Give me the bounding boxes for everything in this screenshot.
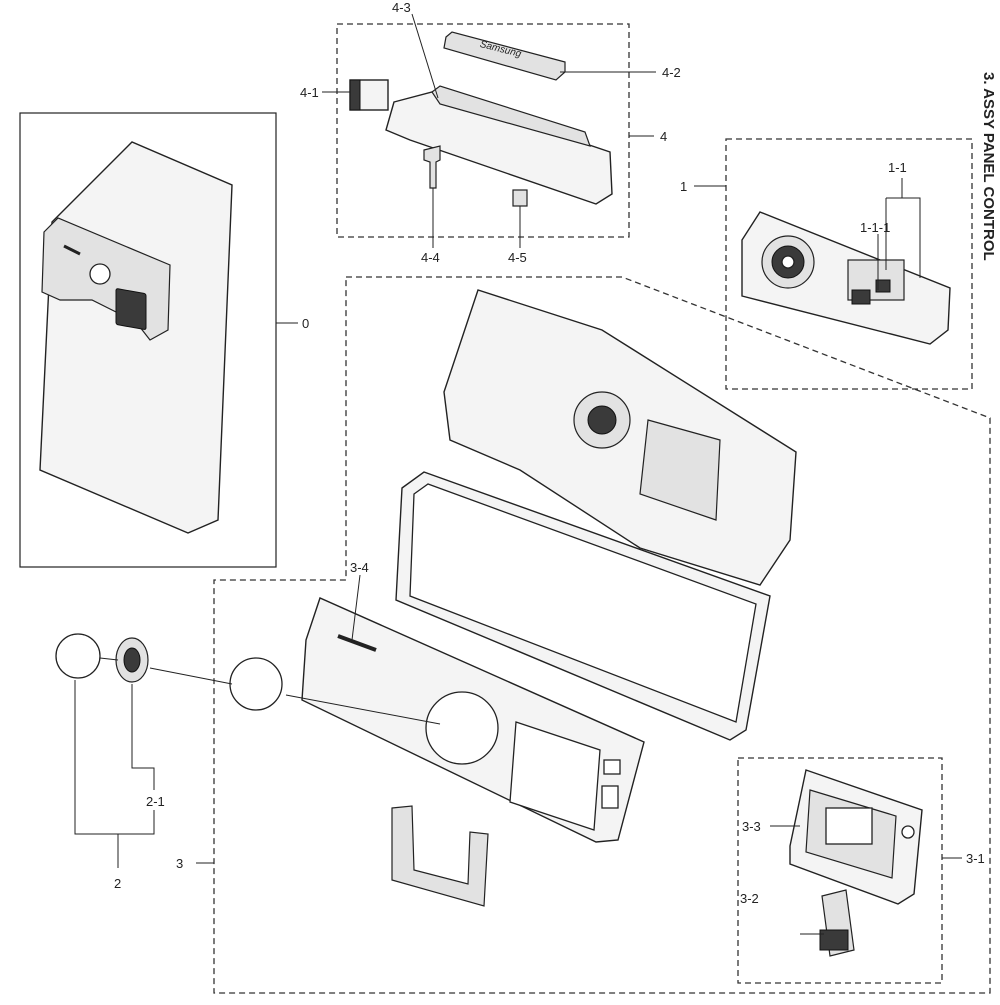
callout-0: 0 bbox=[302, 316, 309, 331]
pcb-group bbox=[725, 138, 973, 390]
section-4-frame bbox=[336, 23, 630, 238]
panel-frame-opening bbox=[409, 483, 757, 723]
callout-4-5: 4-5 bbox=[508, 250, 527, 265]
leader-ring-panel bbox=[285, 694, 441, 725]
washer-overview-group bbox=[19, 112, 277, 568]
callout-3: 3 bbox=[176, 856, 183, 871]
callout-1-1: 1-1 bbox=[888, 160, 907, 175]
overview-box bbox=[19, 112, 277, 568]
front-panel-button-1 bbox=[603, 759, 621, 775]
panel-group bbox=[213, 276, 991, 994]
callout-1: 1 bbox=[680, 179, 687, 194]
housing-rim bbox=[431, 85, 591, 147]
callout-3-3: 3-3 bbox=[742, 819, 761, 834]
washer-logo bbox=[63, 244, 81, 256]
decor-ring bbox=[229, 657, 283, 711]
latch-tab bbox=[349, 79, 361, 111]
knob-center bbox=[123, 647, 141, 673]
section-3-frame bbox=[213, 276, 991, 994]
part-1-1-1-chip bbox=[851, 289, 871, 305]
part-2-knob-ring bbox=[55, 633, 101, 679]
rear-knob-core bbox=[587, 405, 617, 435]
callout-4-1: 4-1 bbox=[300, 85, 319, 100]
display-group bbox=[737, 757, 943, 984]
rear-display-window bbox=[639, 419, 721, 521]
leader-knob-ring bbox=[149, 667, 233, 685]
pcb-chip-2 bbox=[875, 279, 891, 293]
callout-2-1: 2-1 bbox=[146, 794, 165, 809]
callout-3-4: 3-4 bbox=[350, 560, 369, 575]
washer-display bbox=[115, 288, 147, 330]
front-panel-logo bbox=[337, 634, 377, 652]
callout-1-1-1: 1-1-1 bbox=[860, 220, 890, 235]
part-4-4-pin bbox=[423, 145, 441, 189]
front-panel-display-cutout bbox=[509, 721, 601, 831]
cable-connector bbox=[819, 929, 849, 951]
washer-body bbox=[39, 141, 233, 534]
section-3-1-frame bbox=[737, 757, 943, 984]
callout-4-4: 4-4 bbox=[421, 250, 440, 265]
washer-knob bbox=[89, 263, 111, 285]
display-connector bbox=[901, 825, 915, 839]
section-1-frame bbox=[725, 138, 973, 390]
callout-4-3: 4-3 bbox=[392, 0, 411, 15]
dispenser-group: Samsung bbox=[336, 23, 630, 238]
front-panel-button-2 bbox=[601, 785, 619, 809]
callout-4-2: 4-2 bbox=[662, 65, 681, 80]
pcb-encoder-center bbox=[781, 255, 795, 269]
knob-group bbox=[55, 633, 149, 683]
button-keypad bbox=[391, 805, 489, 907]
callout-4: 4 bbox=[660, 129, 667, 144]
part-4-5-clip bbox=[512, 189, 528, 207]
display-screen bbox=[825, 807, 873, 845]
diagram-title: 3. ASSY PANEL CONTROL bbox=[980, 72, 997, 261]
callout-3-2: 3-2 bbox=[740, 891, 759, 906]
callout-3-1: 3-1 bbox=[966, 851, 985, 866]
front-panel-knob-hole bbox=[425, 691, 499, 765]
callout-2: 2 bbox=[114, 876, 121, 891]
